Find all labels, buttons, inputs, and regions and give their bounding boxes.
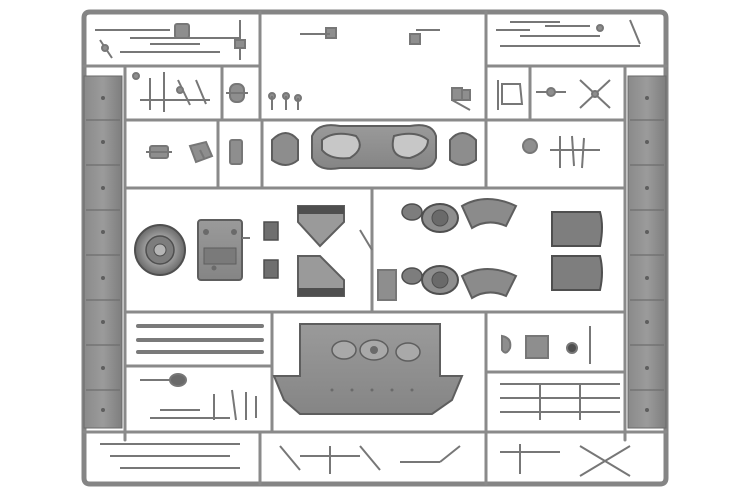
bottom-band-parts: [100, 443, 631, 477]
left-track-panel: [83, 75, 123, 429]
sprue-outer-frame: [81, 9, 669, 487]
drive-sprocket-lower: [401, 265, 459, 295]
sprue-runners: [82, 10, 668, 486]
row2-right-parts: [522, 135, 600, 169]
visor-part: [311, 124, 437, 170]
drive-sprocket-upper: [401, 203, 459, 233]
hull-plate: [272, 323, 464, 415]
road-wheel: [134, 224, 186, 276]
mudguards: [460, 198, 518, 300]
armor-plates: [297, 205, 345, 297]
row4-left-small-parts: [140, 373, 257, 421]
fender-halves: [551, 211, 603, 291]
right-track-panel: [627, 75, 667, 429]
deck-plate: [197, 219, 250, 281]
row2-left-parts: [146, 139, 243, 165]
top-left-small-parts: [95, 20, 248, 112]
bracket-pair: [263, 221, 279, 279]
hatch-halves: [271, 132, 477, 166]
thin-parts-center: [359, 229, 397, 301]
row4-right-small-parts: [500, 326, 620, 420]
top-right-small-parts: [496, 19, 641, 110]
top-center-small-parts: [268, 27, 471, 111]
long-rods: [136, 324, 264, 354]
